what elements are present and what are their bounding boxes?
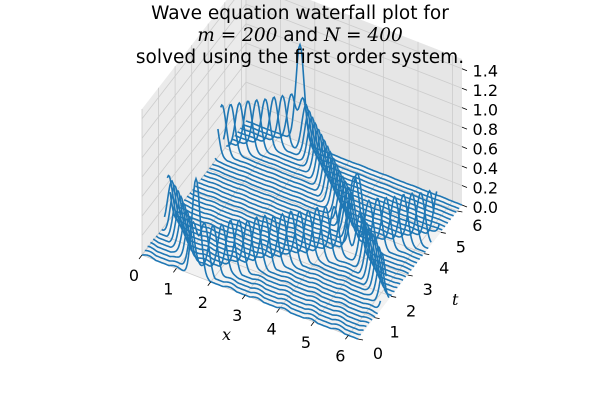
- z-tick-label: 0.0: [473, 198, 498, 217]
- t-tick-mark: [407, 274, 413, 277]
- x-axis-label: x: [222, 325, 231, 344]
- t-tick-label: 0: [373, 344, 383, 363]
- grid-line-z: [141, 23, 463, 158]
- waterfall-curve: [189, 192, 407, 278]
- grid-line-z: [141, 3, 463, 139]
- t-tick-label: 3: [423, 280, 433, 299]
- waterfall-curve: [178, 206, 395, 293]
- x-tick-label: 1: [163, 279, 173, 298]
- t-tick-label: 4: [439, 259, 449, 278]
- t-tick-label: 5: [456, 237, 466, 256]
- z-tick-label: 1.4: [473, 62, 498, 81]
- waterfall-curve: [161, 184, 378, 315]
- waterfall-curve: [175, 210, 392, 297]
- waterfall-curve: [150, 209, 367, 328]
- x-tick-mark: [173, 268, 177, 273]
- title-line-1: Wave equation waterfall plot for: [151, 3, 449, 24]
- x-tick-label: 3: [232, 306, 242, 325]
- waterfall-curve: [181, 202, 398, 289]
- grid-line-z: [141, 62, 463, 197]
- x-tick-mark: [276, 308, 280, 313]
- x-tick-label: 0: [129, 266, 139, 285]
- chart-title: Wave equation waterfall plot for m = 200…: [0, 3, 600, 69]
- waterfall-curve: [144, 220, 361, 336]
- z-tick-mark: [461, 68, 468, 72]
- z-tick-label: 1.0: [473, 101, 498, 120]
- left-wall-pane: [142, 0, 246, 255]
- waterfall-curve: [141, 176, 359, 340]
- waterfall-curve: [217, 128, 435, 236]
- title-line-3: solved using the first order system.: [135, 47, 465, 68]
- grid-line-z: [141, 81, 463, 217]
- z-tick-mark: [461, 204, 468, 208]
- z-tick-mark: [461, 107, 468, 111]
- grid-line-z: [141, 42, 463, 178]
- waterfall-curve: [214, 157, 432, 243]
- t-tick-mark: [374, 317, 380, 320]
- t-tick-label: 2: [406, 301, 416, 320]
- z-tick-label: 0.4: [473, 159, 498, 178]
- t-tick-mark: [440, 231, 446, 234]
- x-tick-label: 2: [198, 293, 208, 312]
- waterfall-curve: [163, 179, 382, 309]
- x-tick-label: 5: [301, 333, 311, 352]
- x-tick-label: 6: [335, 346, 345, 365]
- z-tick-mark: [461, 126, 468, 130]
- waterfall-curve: [200, 178, 418, 264]
- t-axis-label: t: [452, 290, 459, 309]
- z-tick-mark: [461, 165, 468, 169]
- z-tick-label: 0.6: [473, 140, 498, 159]
- waterfall-curve: [147, 215, 364, 332]
- title-m-value: m = 200: [197, 25, 278, 46]
- title-line-2: m = 200 and N = 400: [0, 25, 600, 47]
- waterfall-curve: [228, 100, 446, 228]
- t-tick-label: 1: [389, 323, 399, 342]
- title-n-value: N = 400: [323, 25, 403, 46]
- waterfall-curve: [242, 93, 460, 210]
- x-tick-mark: [241, 294, 246, 300]
- title-and: and: [277, 25, 324, 46]
- waterfall-curve: [203, 174, 421, 261]
- t-tick-label: 6: [472, 216, 482, 235]
- t-tick-mark: [357, 338, 364, 341]
- waterfall-curve: [183, 199, 401, 285]
- back-wall-pane: [246, 0, 462, 205]
- x-tick-label: 4: [266, 320, 276, 339]
- axis-panes: [142, 0, 462, 339]
- waterfall-curves: [141, 42, 463, 340]
- waterfall-curve: [240, 94, 457, 213]
- z-tick-mark: [461, 87, 468, 91]
- x-tick-mark: [310, 321, 315, 327]
- z-tick-mark: [461, 185, 468, 188]
- waterfall-curve: [166, 174, 385, 302]
- x-tick-mark: [207, 281, 212, 286]
- z-tick-label: 1.2: [473, 81, 498, 100]
- grid-line-z: [141, 0, 463, 119]
- z-tick-label: 0.8: [473, 120, 498, 139]
- z-tick-label: 0.2: [473, 179, 498, 198]
- t-tick-mark: [457, 210, 463, 213]
- t-tick-mark: [424, 253, 430, 256]
- x-tick-mark: [138, 254, 143, 260]
- t-tick-mark: [391, 295, 397, 298]
- waterfall-curve: [186, 195, 404, 281]
- x-tick-mark: [345, 335, 349, 340]
- z-tick-mark: [461, 146, 468, 149]
